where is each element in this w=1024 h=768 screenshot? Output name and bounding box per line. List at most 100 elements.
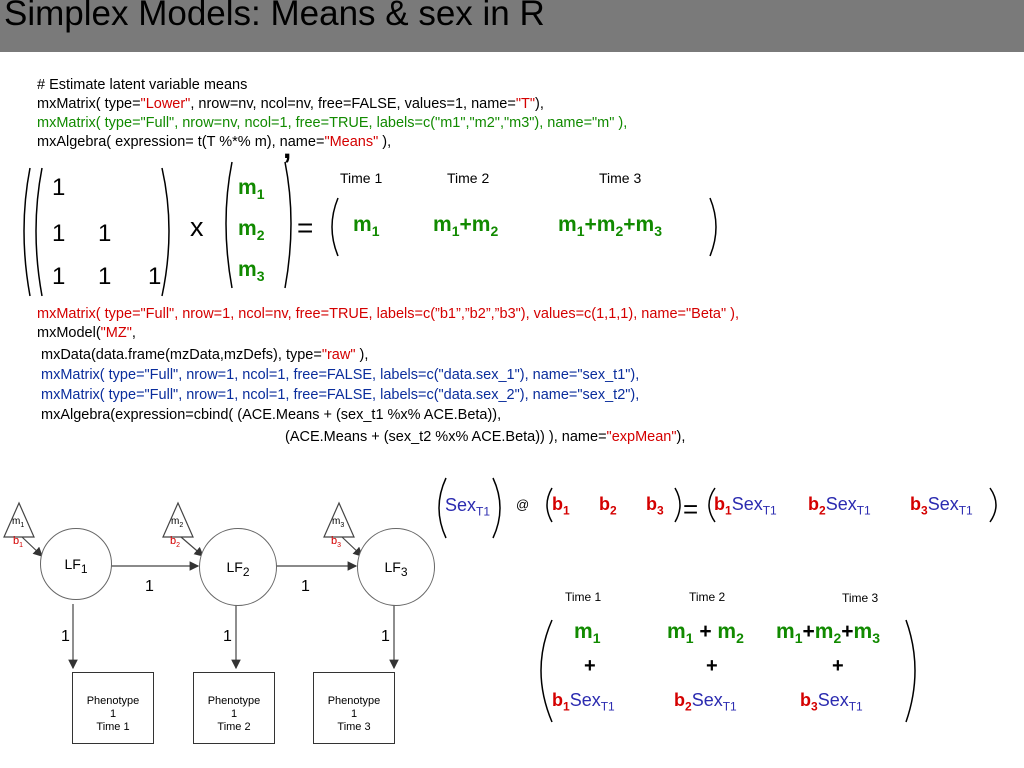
- path-coef: 1: [301, 578, 310, 595]
- code-arg: ),: [676, 429, 686, 445]
- path-coef: 1: [61, 628, 70, 645]
- phenotype-box-1: Phenotype 1 Time 1: [72, 672, 154, 744]
- bottom-beta-3: b3SexT1: [800, 690, 863, 714]
- pheno-label: Phenotype: [327, 695, 381, 707]
- kron-result-3: b3SexT1: [910, 494, 973, 518]
- latent-factor-1: LF1: [40, 528, 112, 600]
- code-arg: ),: [535, 96, 544, 112]
- node-m1-label: m1: [12, 516, 25, 529]
- triangle-m3: [323, 501, 355, 538]
- lower-cell: 1: [98, 263, 112, 290]
- code-line-expmean-2: (ACE.Means + (sex_t2 %x% ACE.Beta)) ), n…: [285, 428, 685, 447]
- bracket-result-left: [331, 197, 339, 257]
- pheno-num: 1: [109, 708, 117, 720]
- equals-symbol: =: [297, 212, 314, 243]
- code-arg: , nrow=nv, ncol=nv, free=FALSE, values=1…: [190, 96, 516, 112]
- code-string: "T": [515, 96, 535, 112]
- bracket-b-left: [546, 487, 553, 523]
- code-arg: ),: [355, 347, 369, 363]
- bracket-sex-left: [438, 477, 447, 539]
- sex-t1-term: SexT1: [445, 495, 491, 519]
- code-fn: (ACE.Means + (sex_t2 %x% ACE.Beta)) ), n…: [285, 429, 607, 445]
- m-vector-item: m2: [238, 217, 265, 244]
- arrow-m2-lf2: [180, 536, 204, 557]
- path-coef: 1: [145, 578, 154, 595]
- triangle-m1: [3, 501, 35, 538]
- code-arg: type=: [100, 96, 141, 112]
- m-vector-item: m1: [238, 176, 265, 203]
- code-string: "Means": [324, 134, 379, 150]
- bracket-left-inner: [35, 167, 43, 297]
- code-comment-text: # Estimate latent variable means: [37, 77, 248, 93]
- pheno-time: Time 3: [337, 721, 371, 733]
- node-b3-label: b3: [331, 535, 342, 550]
- pheno-num: 1: [230, 708, 238, 720]
- bracket-sex-right: [492, 477, 501, 539]
- bracket-result-right: [709, 197, 717, 257]
- code-string: "Lower": [140, 96, 191, 112]
- bracket-out-right: [989, 487, 997, 523]
- bracket-bottom-left: [540, 619, 553, 723]
- path-coef: 1: [381, 628, 390, 645]
- node-m3-label: m3: [332, 516, 345, 529]
- code-line-full-m: mxMatrix( type="Full", nrow=nv, ncol=1, …: [37, 115, 628, 131]
- plus-symbol: +: [706, 655, 718, 677]
- code-line-lower: mxMatrix( type="Lower", nrow=nv, ncol=nv…: [37, 95, 544, 114]
- arrow-m1-lf1: [21, 536, 43, 557]
- equals-symbol: =: [683, 494, 699, 524]
- bracket-right: [161, 167, 170, 297]
- code-line-sex-t1: mxMatrix( type="Full", nrow=1, ncol=1, f…: [41, 367, 640, 383]
- bracket-b-right: [674, 487, 681, 523]
- time-label: Time 2: [447, 170, 490, 186]
- pheno-label: Phenotype: [207, 695, 261, 707]
- time-label: Time 1: [340, 170, 383, 186]
- code-line-expmean-1: mxAlgebra(expression=cbind( (ACE.Means +…: [41, 407, 502, 423]
- b-vector-item: b3: [646, 494, 664, 518]
- pheno-time: Time 1: [96, 721, 130, 733]
- time-label: Time 3: [599, 170, 642, 186]
- triangle-m2: [162, 501, 194, 538]
- code-arg: ,: [131, 325, 136, 341]
- pheno-label: Phenotype: [86, 695, 140, 707]
- title-bar: [0, 0, 1024, 52]
- phenotype-box-3: Phenotype 1 Time 3: [313, 672, 395, 744]
- result-time2: m1+m2: [433, 213, 499, 240]
- path-coef: 1: [223, 628, 232, 645]
- code-comment: # Estimate latent variable means: [37, 76, 247, 95]
- code-line-sex-t2: mxMatrix( type="Full", nrow=1, ncol=1, f…: [41, 387, 640, 403]
- lower-cell: 1: [98, 220, 112, 247]
- code-line-model: mxModel("MZ",: [37, 324, 136, 343]
- bracket-out-left: [708, 487, 716, 523]
- bracket-m-right: [284, 161, 292, 289]
- plus-symbol: +: [584, 655, 596, 677]
- bracket-left-outer: [23, 167, 31, 297]
- code-fn: mxModel(: [37, 325, 101, 341]
- code-line-beta: mxMatrix( type="Full", nrow=1, ncol=nv, …: [37, 306, 740, 322]
- bottom-beta-2: b2SexT1: [674, 690, 737, 714]
- lower-cell: 1: [148, 263, 162, 290]
- phenotype-box-2: Phenotype 1 Time 2: [193, 672, 275, 744]
- m-vector-item: m3: [238, 258, 265, 285]
- code-string: "expMean": [606, 429, 677, 445]
- page-title: Simplex Models: Means & sex in R: [4, 0, 545, 33]
- lower-cell: 1: [52, 263, 66, 290]
- node-b2-label: b2: [170, 535, 181, 550]
- code-line-data: mxData(data.frame(mzData,mzDefs), type="…: [41, 346, 368, 365]
- time-label: Time 1: [565, 590, 602, 604]
- latent-factor-3: LF3: [357, 528, 435, 606]
- kron-result-2: b2SexT1: [808, 494, 871, 518]
- code-fn: mxData(data.frame(mzData,mzDefs), type=: [41, 347, 322, 363]
- time-label: Time 2: [689, 590, 726, 604]
- b-vector-item: b1: [552, 494, 570, 518]
- code-fn: mxMatrix(: [37, 96, 101, 112]
- bracket-bottom-right: [905, 619, 916, 723]
- bottom-mean-1: m1: [574, 620, 601, 647]
- lower-cell: 1: [52, 220, 66, 247]
- code-string: "raw": [321, 347, 356, 363]
- bottom-mean-2: m1 + m2: [667, 620, 744, 647]
- bottom-beta-1: b1SexT1: [552, 690, 615, 714]
- time-label: Time 3: [842, 591, 879, 605]
- code-fn: mxAlgebra( expression= t(T %*% m), name=: [37, 134, 325, 150]
- node-b1-label: b1: [13, 535, 24, 550]
